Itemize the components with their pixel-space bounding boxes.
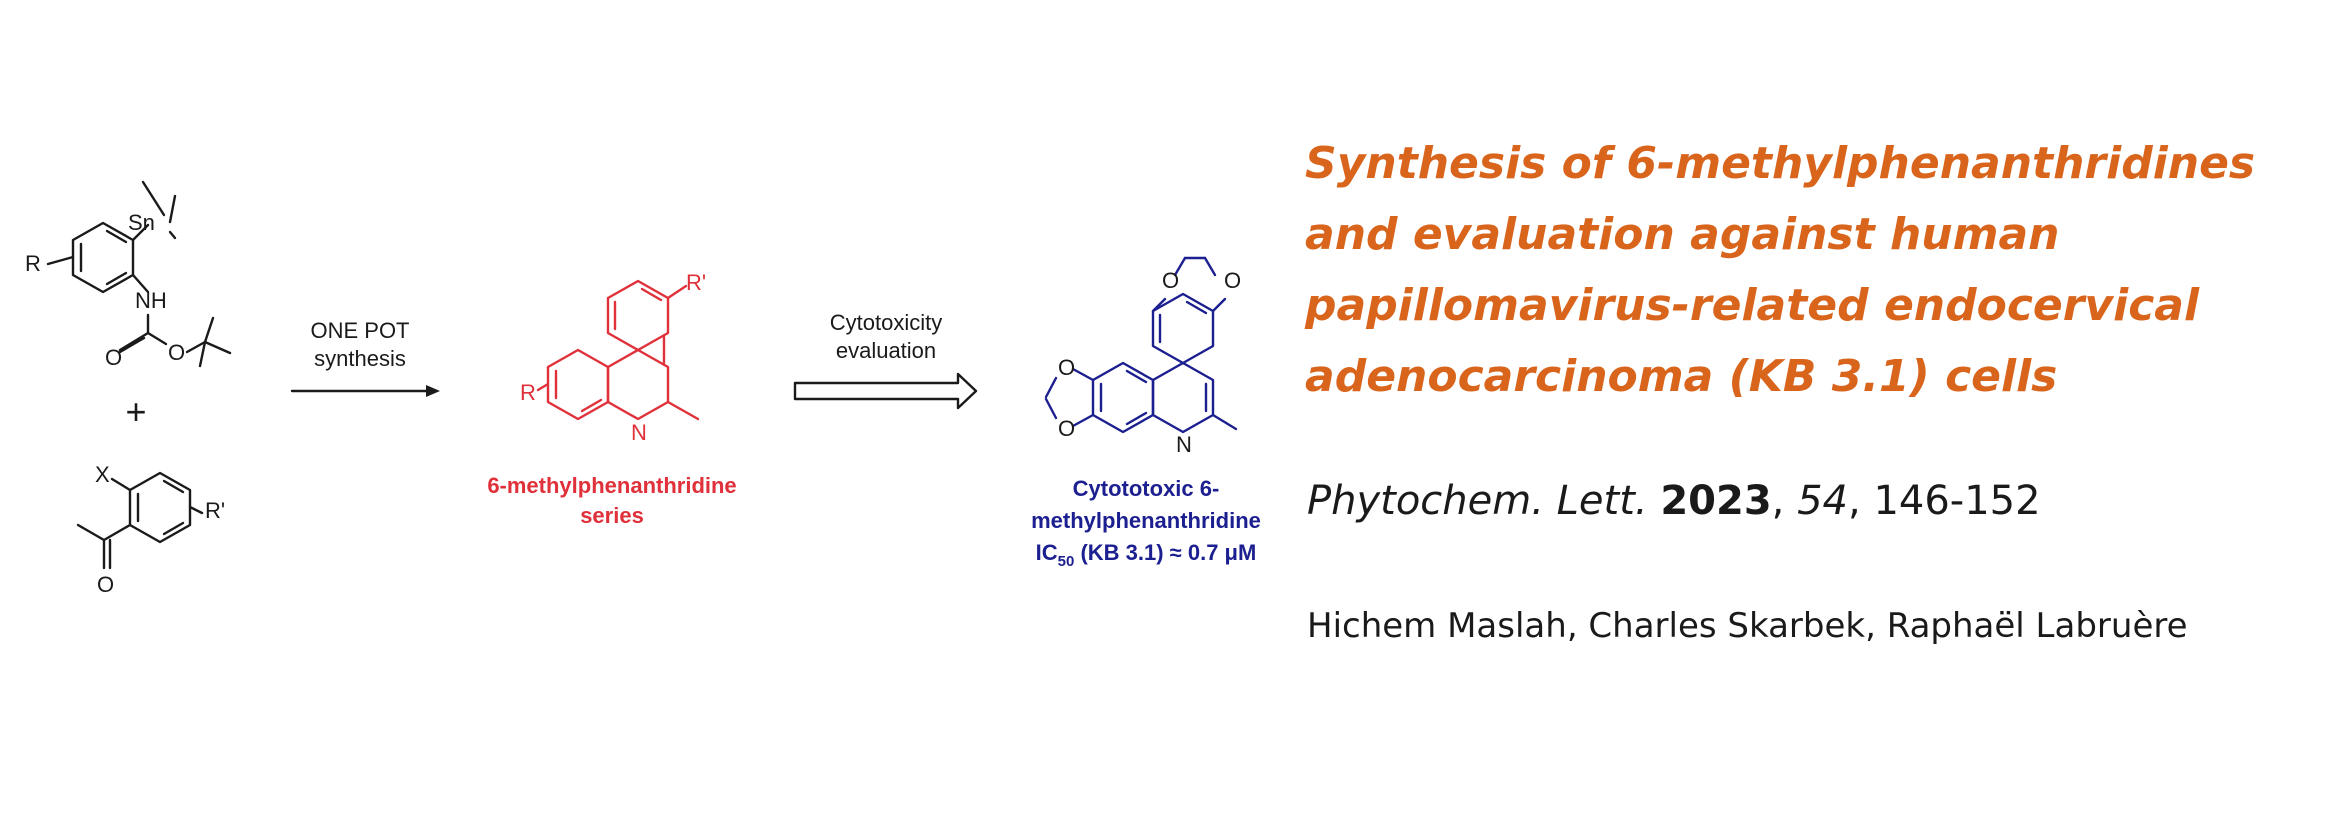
citation-volume: 54: [1797, 478, 1849, 524]
atom-r: R: [25, 251, 41, 276]
citation-pages: 146-152: [1873, 478, 2041, 524]
phenanthridine-series-structure: [536, 279, 700, 421]
citation-sep2: ,: [1848, 478, 1874, 524]
step2-line1: Cytotoxicity: [830, 310, 942, 335]
atom-sn: Sn: [128, 210, 155, 235]
citation: Phytochem. Lett. 2023, 54, 146-152: [1307, 478, 2041, 524]
atom-o-carbonyl: O: [105, 345, 122, 370]
arrow-one-pot: [290, 385, 440, 397]
reactant-stannane: [46, 180, 232, 368]
series-atom-n: N: [631, 420, 647, 445]
step2-line2: evaluation: [836, 338, 936, 363]
lead-atom-o3: O: [1162, 268, 1179, 293]
atom-nh: NH: [135, 288, 167, 313]
atom-x: X: [95, 462, 110, 487]
arrow-cytotoxicity: [793, 372, 978, 410]
citation-year: 2023: [1660, 478, 1772, 524]
series-atom-r-prime: R': [686, 270, 706, 295]
series-caption-line2: series: [580, 503, 644, 528]
lead-caption-line1: Cytototoxic 6-: [1073, 476, 1220, 501]
step1-line2: synthesis: [314, 346, 406, 371]
plus-sign: +: [125, 391, 146, 432]
paper-title: Synthesis of 6-methylphenanthridines and…: [1305, 138, 2256, 402]
lead-atom-n: N: [1176, 432, 1192, 457]
authors: Hichem Maslah, Charles Skarbek, Raphaël …: [1307, 606, 2188, 646]
atom-o-ester: O: [168, 340, 185, 365]
lead-atom-o2: O: [1058, 416, 1075, 441]
atom-r-prime: R': [205, 498, 225, 523]
lead-compound-structure: [1044, 256, 1238, 434]
title-block: Synthesis of 6-methylphenanthridines and…: [1305, 128, 2325, 412]
step1-line1: ONE POT: [310, 318, 409, 343]
series-atom-r: R: [520, 380, 536, 405]
atom-o-ketone: O: [97, 572, 114, 597]
lead-ic50-value: IC50 (KB 3.1) ≈ 0.7 μM: [1036, 540, 1257, 570]
series-caption-line1: 6-methylphenanthridine: [487, 473, 736, 498]
lead-caption-line2: methylphenanthridine: [1031, 508, 1261, 533]
reactant-haloacetophenone: [76, 471, 204, 570]
citation-sep1: ,: [1771, 478, 1798, 524]
lead-atom-o1: O: [1058, 355, 1075, 380]
citation-journal: Phytochem. Lett.: [1307, 478, 1648, 524]
lead-atom-o4: O: [1224, 268, 1241, 293]
